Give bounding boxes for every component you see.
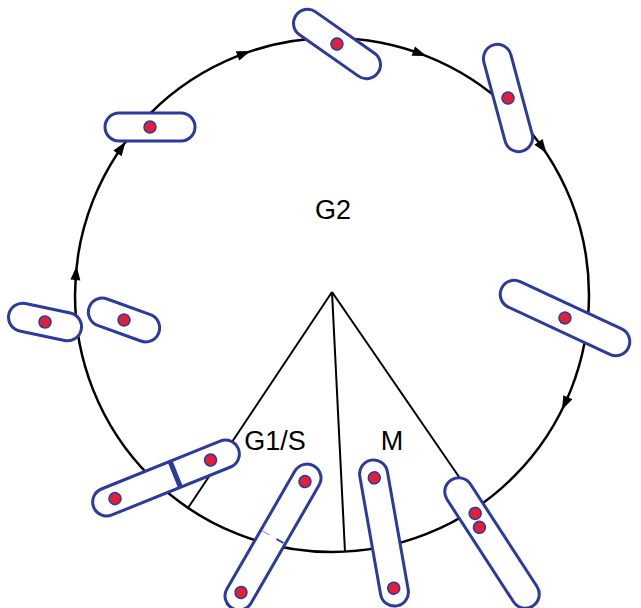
yeast-cell: [6, 301, 84, 344]
arrowhead: [236, 46, 253, 60]
phase-divider: [332, 292, 345, 552]
septum: [263, 531, 270, 535]
phase-divider: [332, 292, 479, 506]
phase-label: G2: [315, 197, 351, 224]
yeast-cell: [105, 113, 195, 141]
arrowhead: [557, 395, 572, 412]
septum: [170, 461, 180, 487]
arrowhead: [534, 139, 550, 156]
yeast-cells: [6, 4, 634, 608]
yeast-cell: [439, 472, 544, 608]
phase-label: G1/S: [244, 428, 306, 455]
yeast-cell: [496, 276, 635, 361]
phase-label: M: [381, 428, 404, 455]
yeast-cell: [84, 294, 163, 346]
yeast-cell: [357, 458, 410, 608]
arrowhead: [70, 266, 81, 281]
septum: [276, 539, 283, 543]
yeast-cell: [480, 41, 536, 154]
yeast-cell: [88, 436, 243, 520]
yeast-cell: [288, 4, 386, 84]
yeast-cell: [220, 459, 326, 608]
arrowhead: [412, 46, 429, 60]
